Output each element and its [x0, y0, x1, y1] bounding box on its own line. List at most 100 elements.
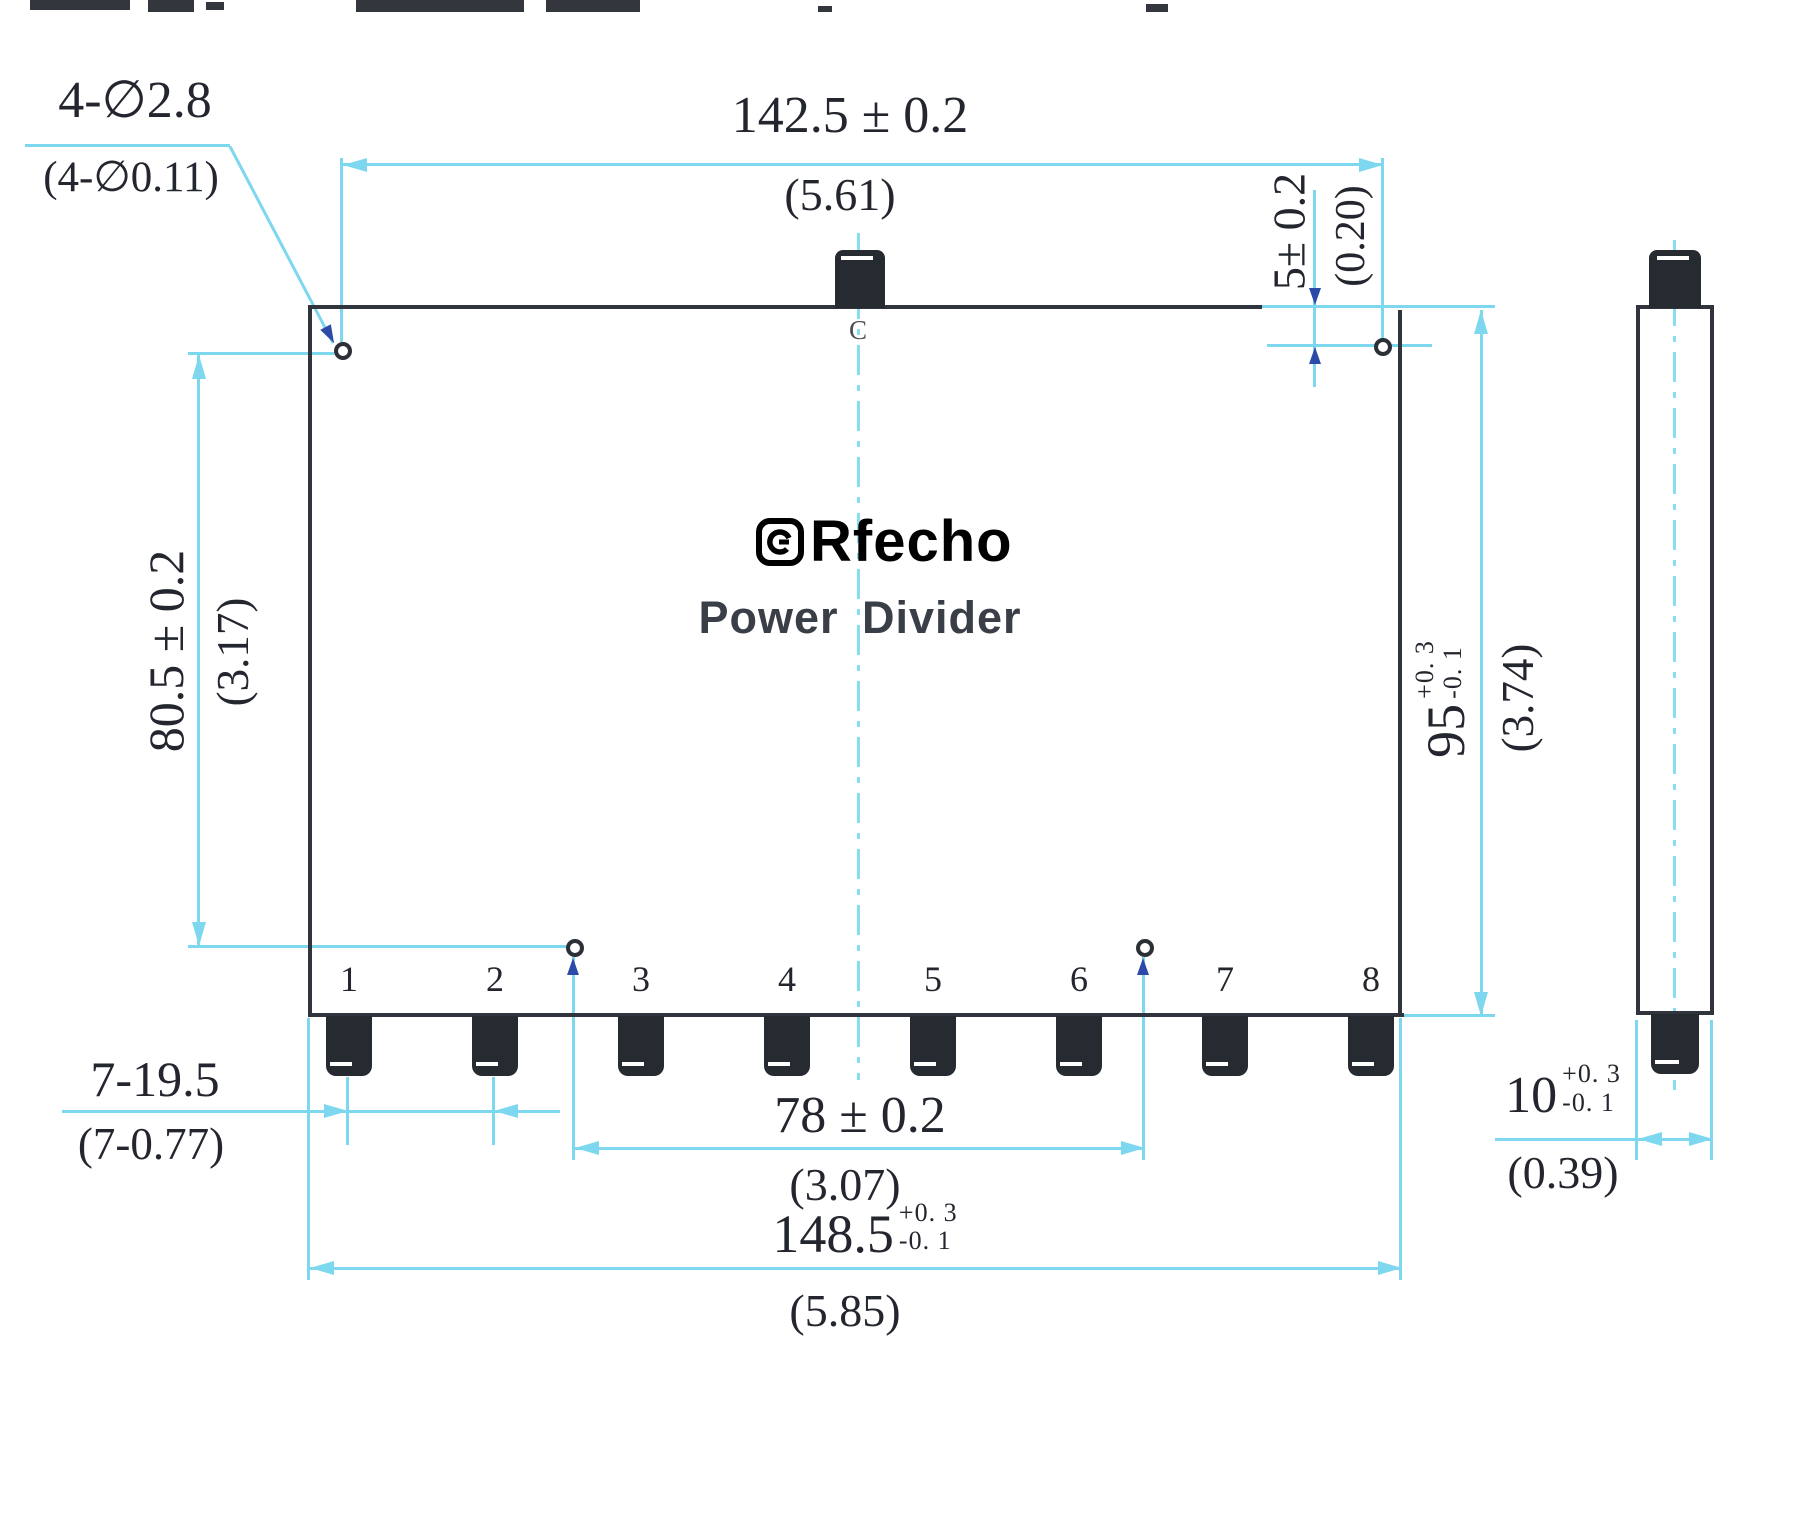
port-4-connector — [764, 1016, 810, 1076]
ext-line-top-right-hole — [1381, 158, 1384, 341]
port-5-connector — [910, 1016, 956, 1076]
ext-line-side-right — [1710, 1020, 1713, 1160]
leader-arrowhead-mount-holes — [320, 324, 340, 346]
arrow-hole-bottom-right — [1137, 958, 1149, 975]
port-label-2: 2 — [486, 959, 504, 999]
port-label-7: 7 — [1216, 959, 1234, 999]
ext-line-body-right — [1399, 1018, 1402, 1280]
ext-line-top-edge-right — [1262, 305, 1495, 308]
dim-hole-span-top-inch: (5.61) — [784, 169, 896, 220]
brand-logo: Rfecho — [756, 508, 1013, 575]
arrow-142-right — [1359, 158, 1383, 172]
product-subtitle: Power Divider — [698, 592, 1022, 643]
arrow-pitch-right — [494, 1104, 518, 1118]
port-label-5: 5 — [924, 959, 942, 999]
ext-line-side-left — [1635, 1020, 1638, 1160]
arrow-depth-left — [1638, 1132, 1662, 1146]
port-7-connector — [1202, 1016, 1248, 1076]
dim-hole-span-bottom-inch: (3.07) — [789, 1159, 901, 1210]
dim-port-pitch-metric: 7-19.5 — [90, 1051, 220, 1107]
dim-hole-span-top-metric: 142.5 ± 0.2 — [731, 87, 969, 144]
dim-hole-span-left-inch: (3.17) — [208, 597, 258, 707]
ext-line-body-left — [307, 1018, 310, 1280]
arrow-148-right — [1378, 1261, 1402, 1275]
dim-body-depth: 10+0. 3-0. 1 — [1505, 1059, 1621, 1124]
arrow-95-top — [1474, 310, 1488, 334]
center-mark-label: C — [848, 315, 867, 345]
body-bottom-edge — [308, 1013, 1404, 1017]
port-label-6: 6 — [1070, 959, 1088, 999]
body-right-edge — [1398, 310, 1402, 1017]
arrow-depth-right — [1689, 1132, 1713, 1146]
ext-line-bottom-left-hole — [572, 957, 575, 1160]
port-8-connector — [1348, 1016, 1394, 1076]
dim-line-body-width — [310, 1267, 1402, 1270]
dim-hole-edge-offset-inch: (0.20) — [1328, 185, 1374, 287]
top-crop-artifact — [30, 0, 130, 10]
ext-line-port-2 — [492, 1077, 495, 1145]
dim-body-width: 148.5+0. 3-0. 1 — [772, 1197, 958, 1264]
side-view-body — [1636, 305, 1714, 1015]
ext-line-left-bottom-hole — [188, 945, 568, 948]
port-6-connector — [1056, 1016, 1102, 1076]
dim-hole-span-bottom-metric: 78 ± 0.2 — [774, 1087, 946, 1144]
port-label-8: 8 — [1362, 959, 1380, 999]
ext-line-top-left-hole — [340, 158, 343, 342]
top-crop-artifact — [148, 0, 194, 12]
port-3-connector — [618, 1016, 664, 1076]
ext-line-bottom-edge-right — [1404, 1014, 1495, 1017]
dim-mount-holes-metric: 4-∅2.8 — [58, 72, 212, 129]
mount-hole-bottom-right — [1136, 939, 1154, 957]
dim-body-width-inch: (5.85) — [789, 1285, 901, 1336]
mount-hole-top-left — [334, 342, 352, 360]
arrow-5-top — [1309, 288, 1321, 305]
dim-body-height-inch: (3.74) — [1493, 643, 1543, 753]
arrow-78-left — [575, 1141, 599, 1155]
dim-line-body-depth — [1495, 1138, 1713, 1141]
connector-thread-mark — [841, 256, 873, 260]
mount-hole-top-right — [1374, 338, 1392, 356]
dim-body-depth-inch: (0.39) — [1507, 1147, 1619, 1198]
port-label-3: 3 — [632, 959, 650, 999]
arrow-hole-bottom-left — [567, 958, 579, 975]
arrow-80-bottom — [192, 922, 206, 946]
side-view-port-connector — [1651, 1014, 1699, 1074]
leader-diagonal-mount-holes — [228, 145, 335, 344]
dim-hole-edge-offset-metric: 5± 0.2 — [1263, 172, 1315, 291]
top-crop-artifact — [546, 0, 640, 12]
dim-line-hole-span-left — [197, 355, 200, 946]
body-left-edge — [308, 305, 312, 1017]
dim-line-body-height — [1480, 310, 1483, 1016]
brand-name: Rfecho — [810, 509, 1013, 574]
ext-line-left-top-hole — [188, 352, 334, 355]
ext-line-bottom-right-hole — [1142, 957, 1145, 1160]
arrow-80-top — [192, 355, 206, 379]
side-view-input-connector — [1649, 250, 1701, 308]
port-label-4: 4 — [778, 959, 796, 999]
arrow-148-left — [310, 1261, 334, 1275]
leader-underline-mount-holes — [25, 144, 230, 147]
top-crop-artifact — [1146, 4, 1168, 12]
arrow-78-right — [1121, 1141, 1145, 1155]
dim-body-height: 95+0. 3-0. 1 — [1409, 640, 1476, 758]
input-connector — [835, 250, 885, 308]
ext-line-hole-level-right — [1267, 344, 1432, 347]
mount-hole-bottom-left — [566, 939, 584, 957]
port-label-1: 1 — [340, 959, 358, 999]
dim-line-hole-span-top — [343, 163, 1383, 166]
centerline-main-view — [857, 233, 860, 1080]
dim-line-hole-span-bottom — [575, 1147, 1145, 1150]
top-crop-artifact — [206, 2, 224, 10]
dim-mount-holes-inch: (4-∅0.11) — [43, 154, 219, 201]
body-top-edge — [310, 305, 1262, 309]
top-crop-artifact — [818, 6, 832, 12]
dim-port-pitch-inch: (7-0.77) — [77, 1119, 225, 1169]
brand-logo-icon — [756, 517, 804, 566]
centerline-side-view — [1673, 240, 1676, 1090]
arrow-95-bottom — [1474, 992, 1488, 1016]
port-1-connector — [326, 1016, 372, 1076]
dim-line-port-pitch — [62, 1110, 560, 1113]
arrow-pitch-left — [324, 1104, 348, 1118]
port-2-connector — [472, 1016, 518, 1076]
